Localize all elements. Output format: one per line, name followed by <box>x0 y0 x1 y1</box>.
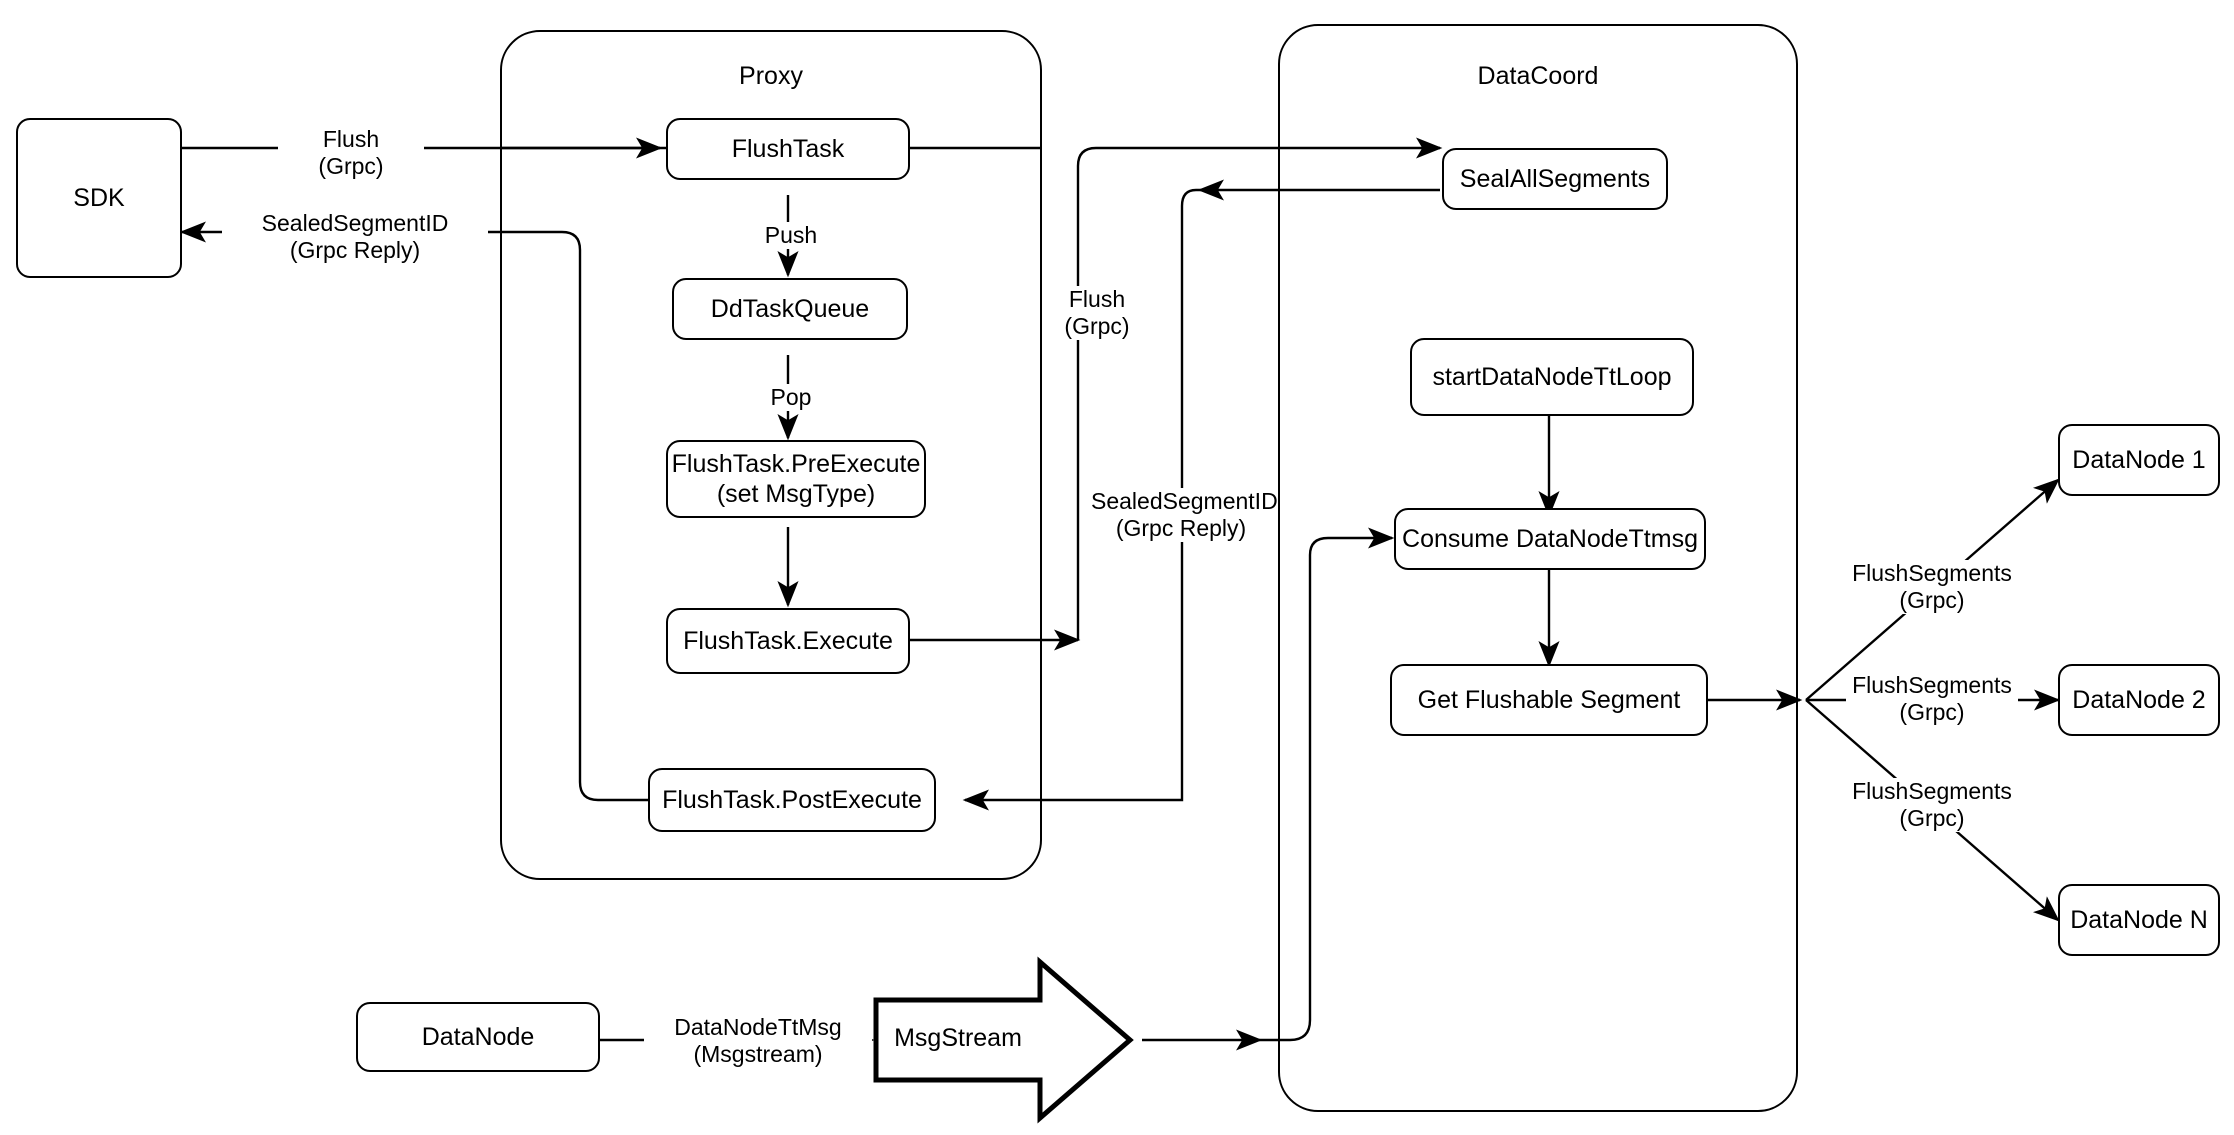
node-datanode-n[interactable]: DataNode N <box>2058 884 2220 956</box>
label-flush-segments-n: FlushSegments (Grpc) <box>1846 778 2018 833</box>
label-datacoord-to-proxy: SealedSegmentID (Grpc Reply) <box>1088 488 1278 543</box>
node-seal-all-segments[interactable]: SealAllSegments <box>1442 148 1668 210</box>
label-flush-segments-2: FlushSegments (Grpc) <box>1846 672 2018 727</box>
label-proxy-to-sdk: SealedSegmentID (Grpc Reply) <box>222 210 488 265</box>
node-msgstream-label: MsgStream <box>894 1024 1022 1052</box>
container-proxy <box>500 30 1042 880</box>
node-flush-task-postexecute[interactable]: FlushTask.PostExecute <box>648 768 936 832</box>
node-consume-datanode-ttmsg[interactable]: Consume DataNodeTtmsg <box>1394 508 1706 570</box>
node-flush-task-preexecute[interactable]: FlushTask.PreExecute (set MsgType) <box>666 440 926 518</box>
node-dd-task-queue[interactable]: DdTaskQueue <box>672 278 908 340</box>
label-pop: Pop <box>748 384 834 412</box>
container-proxy-title: Proxy <box>739 62 803 90</box>
edge-sealed-rail-to-post <box>962 780 1184 811</box>
msgstream-block-arrow <box>873 956 1134 1124</box>
node-flush-task[interactable]: FlushTask <box>666 118 910 180</box>
container-datacoord-title: DataCoord <box>1477 62 1599 90</box>
label-push: Push <box>742 222 840 250</box>
edge-sealed-rail-down <box>1180 188 1200 780</box>
edge-post-to-sdk-rail <box>498 230 668 802</box>
node-get-flushable-segment[interactable]: Get Flushable Segment <box>1390 664 1708 736</box>
node-flush-task-execute[interactable]: FlushTask.Execute <box>666 608 910 674</box>
node-datanode-1[interactable]: DataNode 1 <box>2058 424 2220 496</box>
label-flush-segments-1: FlushSegments (Grpc) <box>1846 560 2018 615</box>
node-datanode-bottom[interactable]: DataNode <box>356 1002 600 1072</box>
node-start-datanode-tt-loop[interactable]: startDataNodeTtLoop <box>1410 338 1694 416</box>
label-proxy-to-datacoord: Flush (Grpc) <box>1044 286 1150 341</box>
label-sdk-to-proxy: Flush (Grpc) <box>278 126 424 181</box>
edge-flush-rail-up <box>1076 146 1278 640</box>
container-datacoord <box>1278 24 1798 1112</box>
label-datanode-tt-msg: DataNodeTtMsg (Msgstream) <box>644 1014 872 1069</box>
node-datanode-2[interactable]: DataNode 2 <box>2058 664 2220 736</box>
edge-datacoord-rail-to-consume <box>1260 527 1395 1042</box>
node-sdk[interactable]: SDK <box>16 118 182 278</box>
